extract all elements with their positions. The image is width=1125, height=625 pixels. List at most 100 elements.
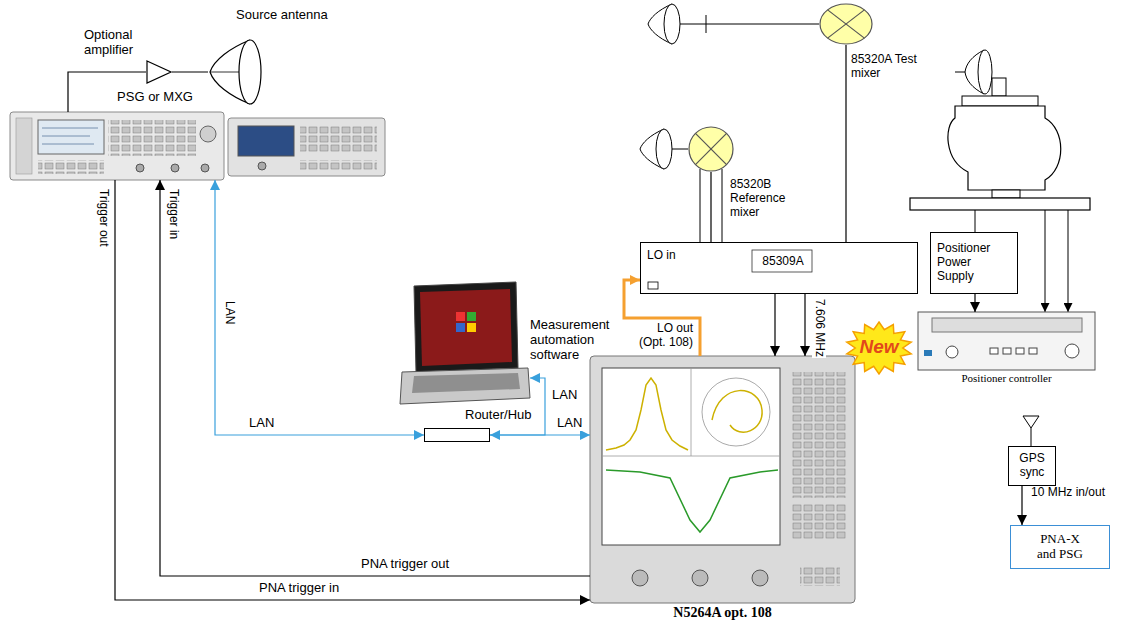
connector: [845, 45, 846, 242]
controller-illustration-part: [924, 350, 932, 356]
network-analyzer-illustration-part: [632, 570, 648, 586]
network-analyzer-illustration-part: [602, 368, 780, 545]
positioner-illustration: [910, 50, 1090, 312]
edge-label: 7.606 MHz: [812, 298, 826, 358]
connector: [1021, 486, 1022, 525]
positioner-illustration-part: [962, 96, 1038, 106]
node-label: Optional amplifier: [84, 28, 146, 58]
laptop-illustration-part: [400, 368, 530, 404]
controller-illustration: [918, 312, 1095, 370]
connector: [804, 294, 805, 356]
node-label: GPS sync: [1015, 452, 1049, 480]
mixer-circle: [689, 127, 733, 171]
amplifier-symbol: Optional amplifier: [146, 60, 172, 84]
laptop: Measurement automation software: [400, 280, 530, 406]
connector: [774, 294, 775, 356]
connector: [974, 294, 975, 312]
network-analyzer: N5264A opt. 108New: [590, 356, 855, 603]
edge-label: LO out (Opt. 108): [632, 322, 694, 350]
network-analyzer-illustration-part: [692, 570, 708, 586]
instrument-box: PNA-X and PSG: [1010, 525, 1110, 569]
signal-generator-illustration-part: [42, 144, 94, 145]
signal-label: Trigger in: [166, 188, 180, 240]
node-label: PSG or MXG: [100, 90, 210, 105]
node-label: New: [846, 336, 912, 358]
signal-generator: PSG or MXG: [10, 112, 386, 180]
controller-illustration-part: [990, 348, 998, 354]
connector: [115, 180, 590, 600]
gps-antenna-illustration-part: [1023, 416, 1039, 428]
laptop-illustration-part: [467, 312, 476, 321]
test-antenna-illustration-part: [664, 4, 680, 44]
connector: [215, 180, 424, 435]
source-antenna-illustration: [210, 40, 261, 104]
node-label: 85320A Test mixer: [851, 53, 923, 81]
signal-label: Trigger out: [96, 188, 110, 248]
edge-label: LAN: [556, 416, 583, 431]
connector: [172, 71, 208, 72]
positioner-illustration-part: [1068, 210, 1069, 312]
edge-label: PNA trigger in: [258, 581, 340, 596]
controller-illustration-part: [932, 318, 1082, 332]
distribution-unit-details-part: [648, 282, 658, 289]
signal-generator-illustration-part: [108, 120, 196, 156]
signal-generator-illustration-part: [171, 164, 179, 172]
reference-antenna-illustration-part: [656, 129, 672, 169]
node-label: Measurement automation software: [530, 318, 622, 363]
signal-generator-illustration-part: [201, 164, 209, 172]
network-analyzer-illustration-part: [800, 566, 840, 586]
test-antenna-illustration-part: [706, 15, 707, 33]
network-analyzer-illustration-part: [590, 356, 855, 603]
node-label: PNA-X and PSG: [1032, 532, 1088, 562]
network-analyzer-illustration-part: [792, 372, 847, 498]
positioner-illustration-part: [1045, 210, 1046, 312]
connector: [160, 180, 590, 576]
reference-antenna-illustration-part: [700, 169, 701, 242]
mixer-cross: [695, 133, 726, 164]
controller-illustration-part: [946, 346, 958, 358]
network-analyzer-illustration-part: [606, 378, 688, 450]
edge-label: PNA trigger out: [360, 557, 450, 572]
power-supply-box: Positioner Power Supply: [930, 232, 1018, 294]
connector: [490, 434, 590, 435]
triangle-outline: [146, 60, 172, 84]
mixer-cross: [828, 10, 865, 38]
mixer-outline: [819, 3, 873, 45]
connector: [710, 172, 711, 242]
signal-generator-illustration-part: [42, 136, 90, 137]
network-analyzer-illustration-part: [752, 570, 768, 586]
controller-illustration-part: [1016, 348, 1024, 354]
test-antenna-illustration-part: [680, 24, 819, 25]
node-label: Source antenna: [236, 8, 348, 23]
signal-generator-illustration: [10, 112, 385, 180]
network-analyzer-illustration-part: [602, 456, 780, 457]
laptop-illustration-part: [456, 312, 465, 321]
gps-antenna-illustration-part: [1031, 428, 1032, 446]
signal-label: LAN: [222, 300, 236, 325]
signal-generator-illustration-part: [10, 112, 224, 180]
connector: [624, 280, 700, 356]
laptop-illustration-part: [456, 323, 465, 332]
node-label: LO in: [647, 249, 697, 263]
node-label: 85309A: [751, 255, 815, 269]
positioner-illustration-part: [948, 106, 1061, 190]
laptop-illustration-part: [467, 323, 476, 332]
network-analyzer-illustration-part: [702, 378, 770, 446]
signal-generator-illustration-part: [42, 128, 98, 129]
network-analyzer-illustration: [590, 356, 855, 603]
laptop-illustration-part: [420, 289, 512, 366]
signal-generator-illustration-part: [258, 162, 266, 170]
signal-generator-illustration-part: [200, 126, 216, 142]
node-label: Positioner controller: [918, 372, 1095, 385]
network-analyzer-illustration-part: [712, 391, 762, 433]
positioner-illustration-part: [910, 198, 1090, 210]
node-label: 85320B Reference mixer: [730, 178, 792, 219]
positioner-controller: Positioner controller: [918, 312, 1095, 370]
controller-illustration-part: [1065, 344, 1079, 358]
controller-illustration-part: [1003, 348, 1011, 354]
signal-generator-illustration-part: [228, 118, 385, 176]
signal-generator-illustration-part: [16, 118, 32, 174]
reference-antenna-illustration-part: [672, 149, 688, 150]
positioner-illustration-part: [992, 78, 1006, 96]
